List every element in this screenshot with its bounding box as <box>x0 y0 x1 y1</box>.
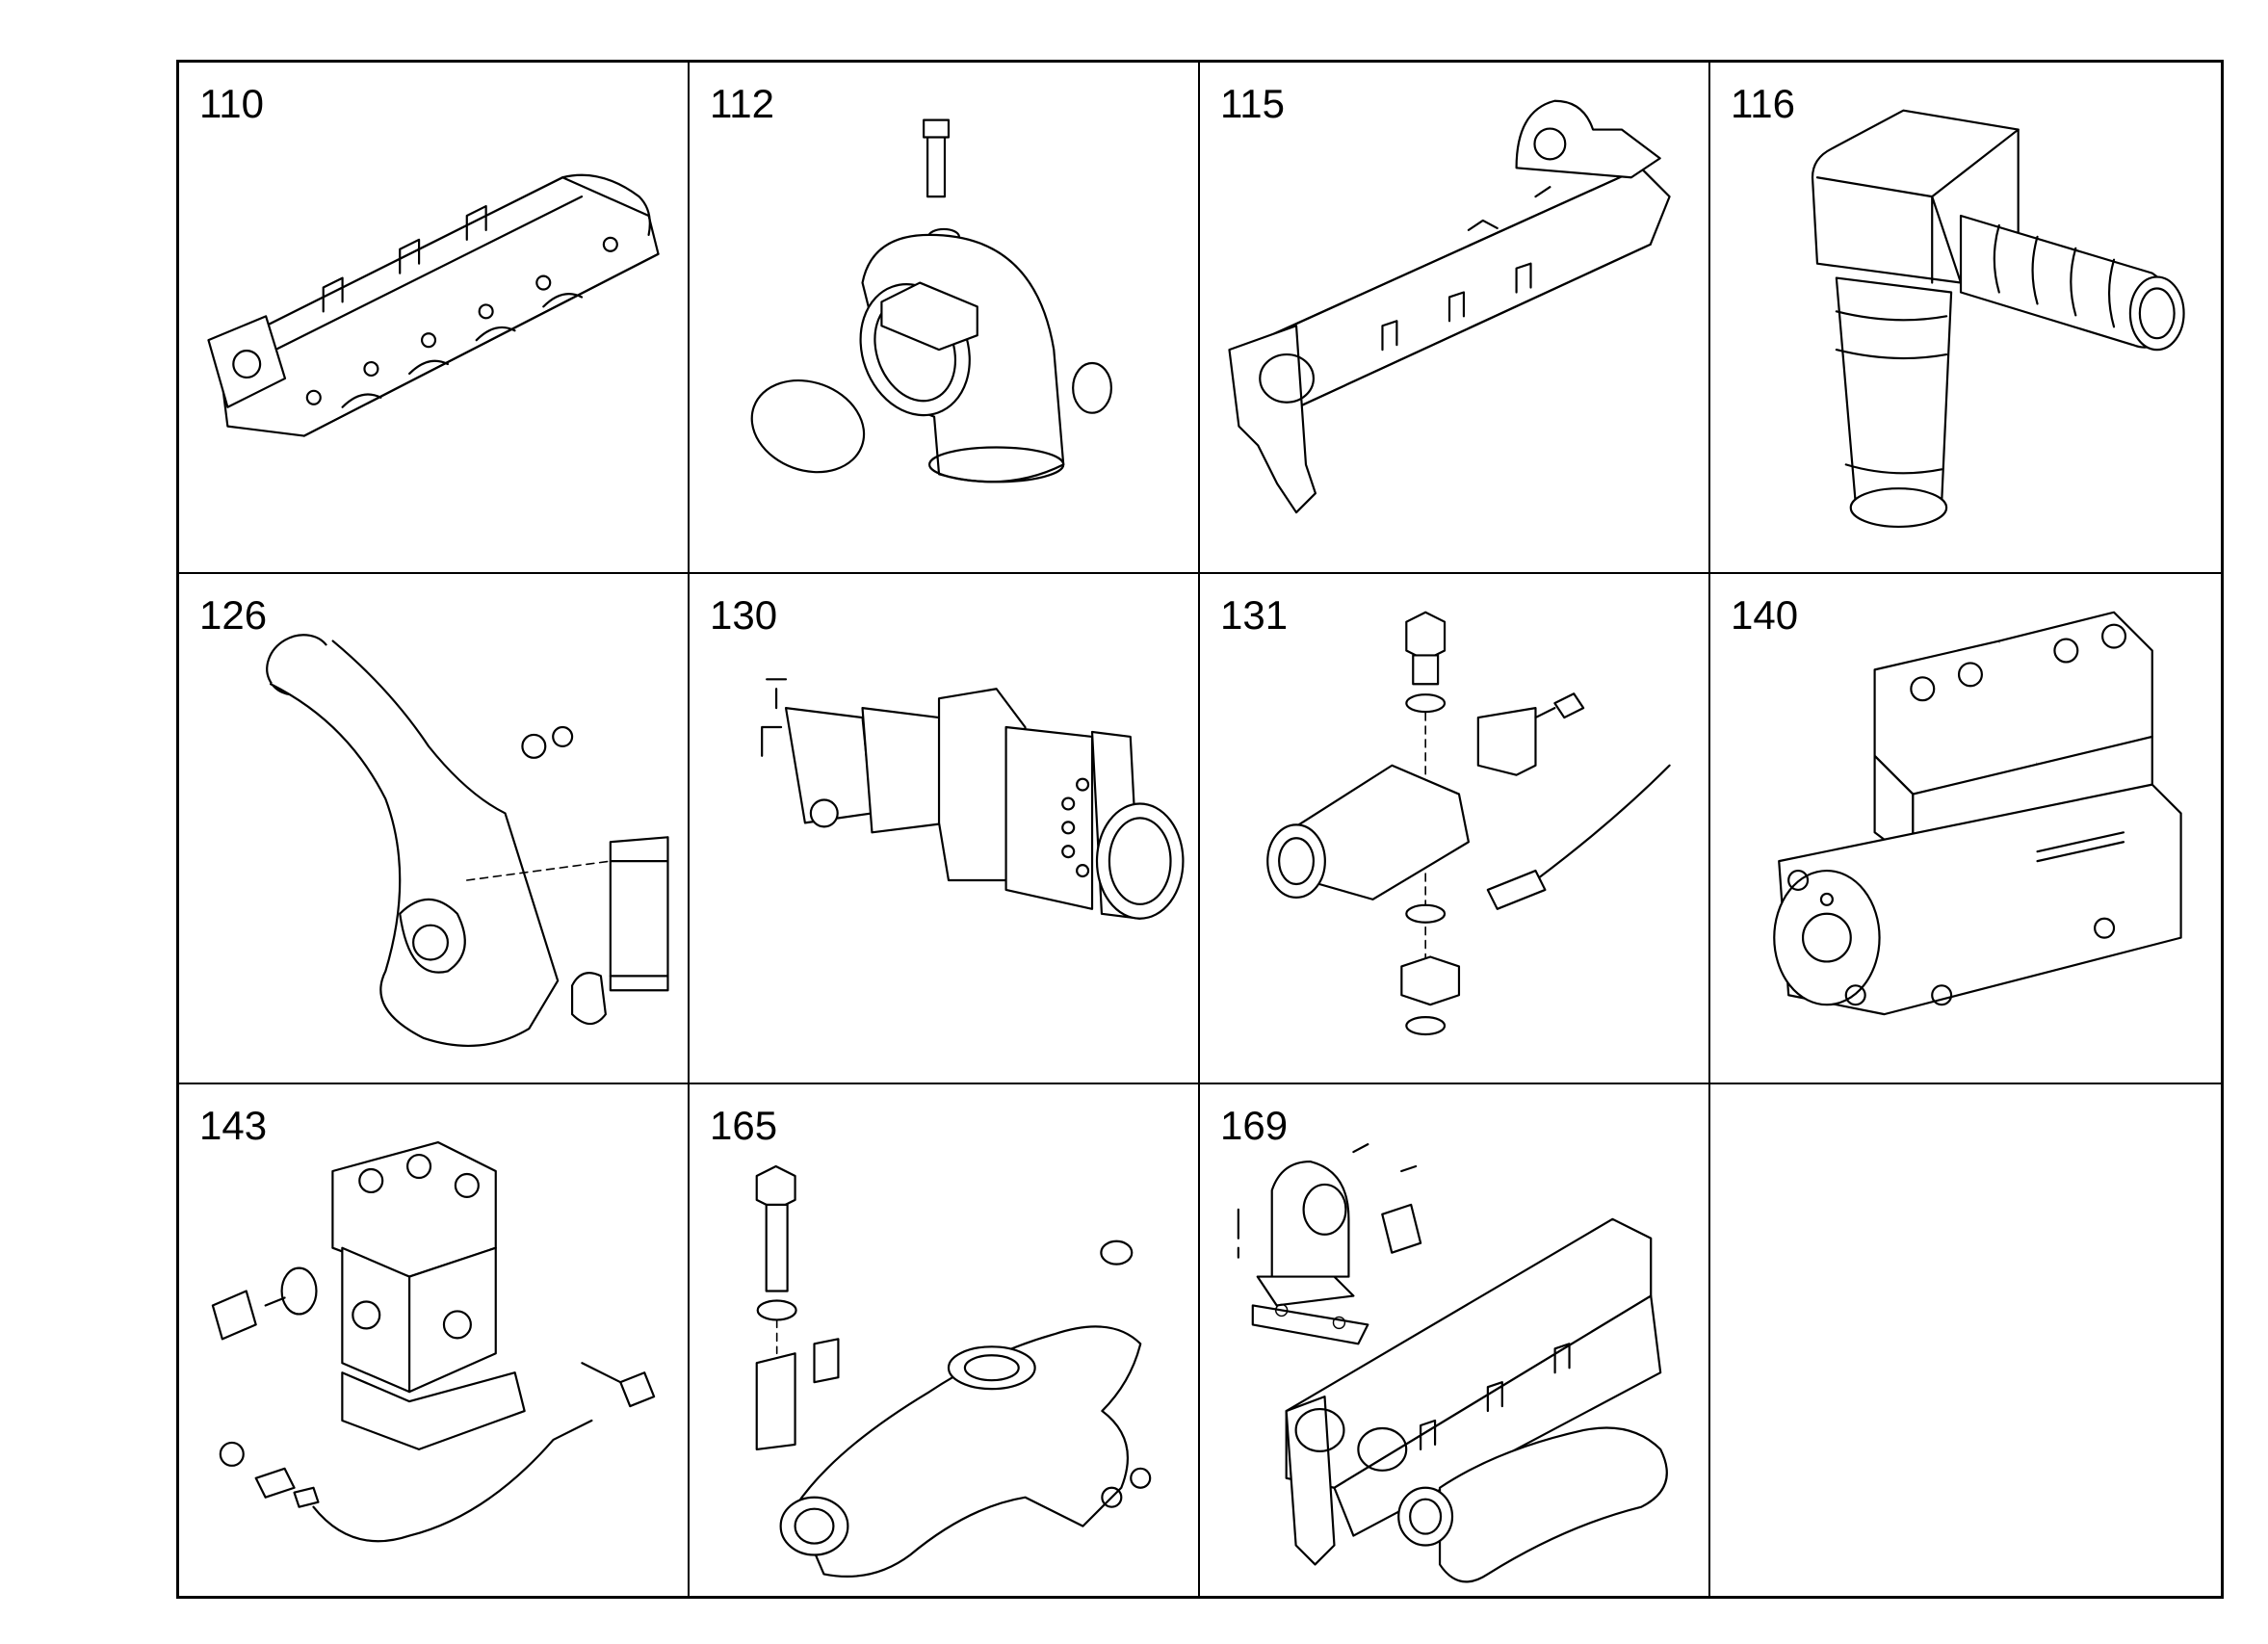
part-cell-130[interactable]: 130 <box>690 573 1200 1085</box>
compressor-icon <box>211 1141 656 1543</box>
part-cell-143[interactable]: 143 <box>179 1084 690 1596</box>
part-cell-169[interactable]: 169 <box>1200 1084 1710 1596</box>
part-number: 131 <box>1220 591 1289 638</box>
part-number: 169 <box>1220 1103 1289 1149</box>
injector-icon <box>761 677 1185 920</box>
part-cell-115[interactable]: 115 <box>1200 63 1710 574</box>
manifold-assembly-icon <box>1237 1143 1668 1583</box>
hose-elbow-icon <box>1811 109 2185 529</box>
twin-compressor-icon <box>1773 611 2182 1015</box>
part-number: 110 <box>199 81 264 126</box>
part-number: 115 <box>1220 81 1285 126</box>
part-cell-131[interactable]: 131 <box>1200 573 1710 1085</box>
part-cell-110[interactable]: 110 <box>179 63 690 574</box>
part-number: 143 <box>199 1103 268 1149</box>
manifold-icon <box>1228 99 1671 514</box>
part-number: 116 <box>1731 81 1795 126</box>
part-number: 130 <box>710 591 778 638</box>
parts-grid: 110 112 115 <box>176 60 2224 1599</box>
part-cell-140[interactable]: 140 <box>1710 574 2221 1085</box>
part-cell-126[interactable]: 126 <box>179 573 690 1085</box>
part-cell-116[interactable]: 116 <box>1710 63 2221 574</box>
curved-pipe-icon <box>266 633 669 1047</box>
y-pipe-icon <box>755 1165 1152 1579</box>
part-number: 165 <box>710 1103 778 1149</box>
part-cell-165[interactable]: 165 <box>690 1084 1200 1596</box>
elbow-pipe-icon <box>750 118 1112 483</box>
exhaust-manifold-icon <box>207 173 660 437</box>
part-number: 126 <box>199 591 268 638</box>
sensor-assembly-icon <box>1266 611 1671 1035</box>
part-cell-112[interactable]: 112 <box>690 63 1200 574</box>
part-number: 140 <box>1731 591 1799 638</box>
part-number: 112 <box>710 81 774 126</box>
empty-cell <box>1710 1084 2221 1596</box>
